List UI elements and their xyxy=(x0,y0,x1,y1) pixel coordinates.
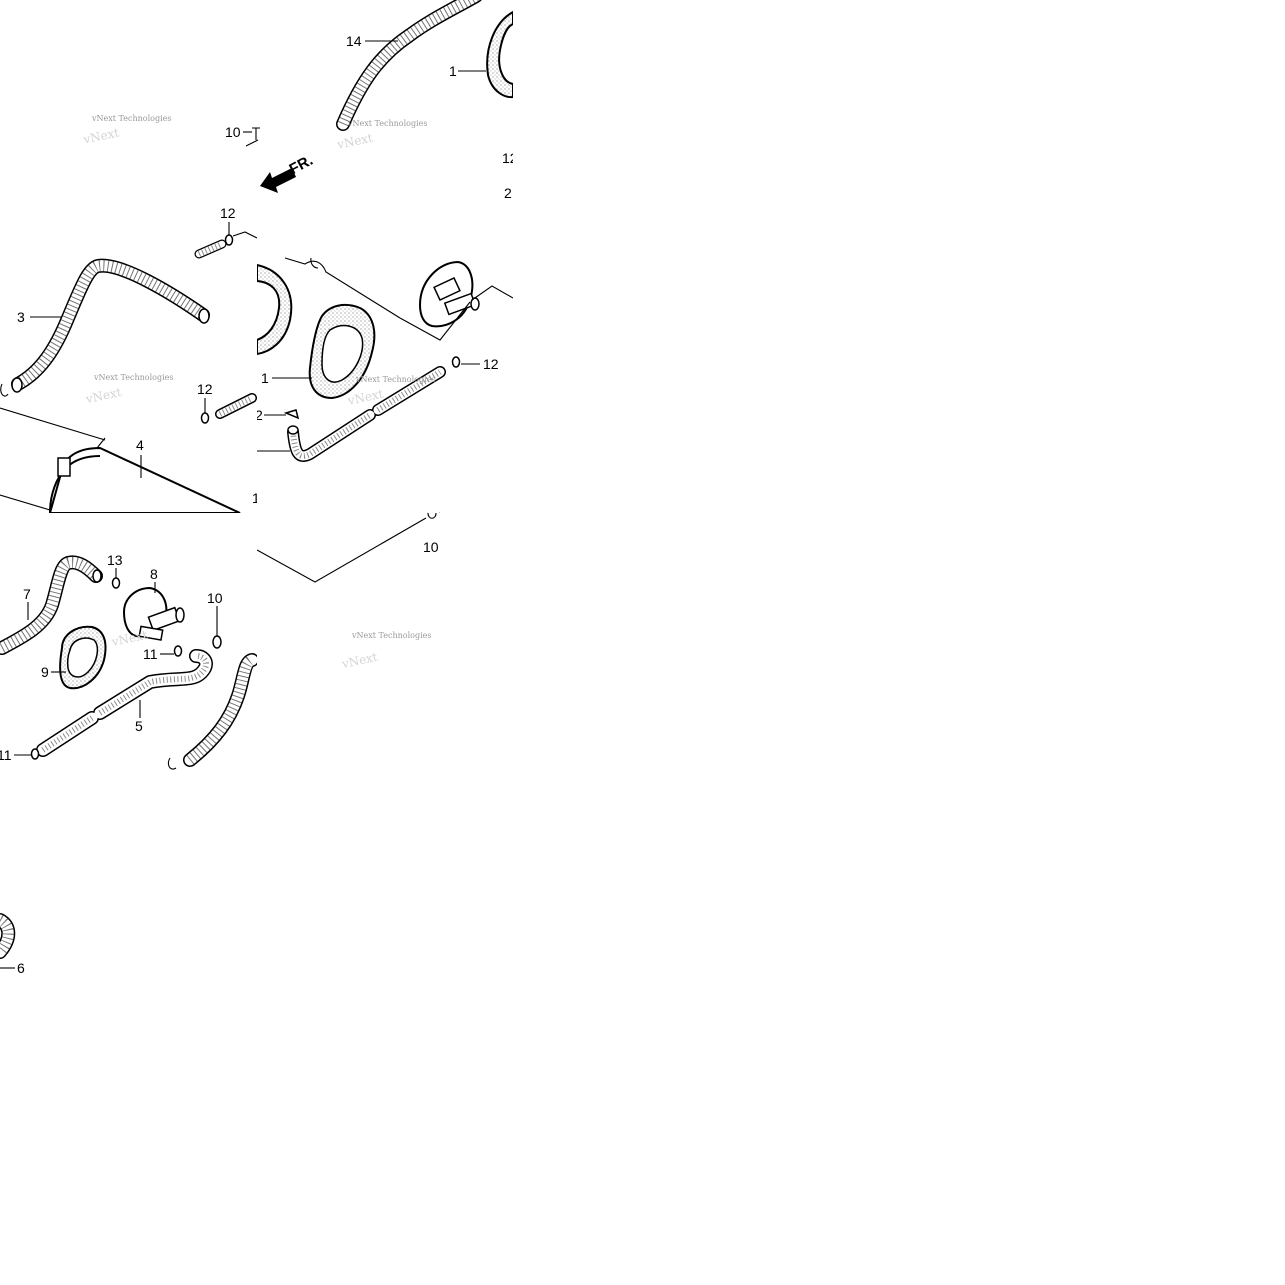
callout-12: 12 xyxy=(220,205,236,221)
svg-text:vNext: vNext xyxy=(335,131,374,152)
clip-13 xyxy=(111,568,121,589)
clip-10-top xyxy=(245,127,260,147)
clip-12-left xyxy=(200,398,210,424)
callout-14: 14 xyxy=(346,33,362,49)
clamp-band-1-top xyxy=(486,10,513,99)
hose-14 xyxy=(336,0,482,131)
watermark: vNext Technologies xyxy=(347,119,427,128)
callout-1-edge: 1 xyxy=(252,490,260,506)
clip-11-left xyxy=(14,748,40,760)
canister-4 xyxy=(48,437,241,513)
hose-5 xyxy=(36,649,213,757)
lower-left-tile: vNext 7 13 8 10 9 11 5 11 xyxy=(0,552,257,770)
valve-top xyxy=(418,260,480,328)
hose-mid-bottom xyxy=(287,366,446,462)
clamp-band-1 xyxy=(308,303,376,400)
callout-5: 5 xyxy=(135,718,143,734)
callout-10: 10 xyxy=(225,124,241,140)
clip-12-mid xyxy=(224,222,234,246)
hose-7 xyxy=(0,555,103,655)
clip-2 xyxy=(264,409,300,420)
watermark: vNext Technologies xyxy=(355,375,435,384)
clip-12-right xyxy=(451,356,480,368)
watermark: vNext Technologies xyxy=(351,631,431,640)
middle-right-tile: vNext vNext Technologies 1 2 12 xyxy=(255,257,513,513)
callout-8: 8 xyxy=(150,566,158,582)
callout-11: 11 xyxy=(143,646,158,662)
watermark: vNext Technologies xyxy=(91,114,171,123)
clamp-band-9 xyxy=(59,625,107,690)
callout-9: 9 xyxy=(41,664,49,680)
callout-10: 10 xyxy=(423,539,439,555)
callout-12: 12 xyxy=(502,150,518,166)
callout-1: 1 xyxy=(449,63,457,79)
callout-12: 12 xyxy=(197,381,213,397)
clip-11-mid xyxy=(160,645,183,657)
callout-4: 4 xyxy=(136,437,144,453)
hose-6 xyxy=(183,653,257,767)
svg-text:vNext: vNext xyxy=(84,385,123,406)
valve-8 xyxy=(122,586,185,641)
hose-3 xyxy=(11,258,210,393)
watermark: vNext Technologies xyxy=(93,373,173,382)
hose-6-end xyxy=(0,913,16,959)
callout-13: 13 xyxy=(107,552,123,568)
front-direction-arrow: FR. xyxy=(260,152,316,193)
svg-text:vNext: vNext xyxy=(81,125,120,146)
callout-3: 3 xyxy=(17,309,25,325)
bottom-fragment: 6 xyxy=(0,913,25,976)
callout-11: 11 xyxy=(0,747,12,763)
callout-7: 7 xyxy=(23,586,31,602)
lower-right-tile: vNext vNext Technologies 10 xyxy=(257,513,439,671)
callout-12: 12 xyxy=(483,356,499,372)
clip-10-low xyxy=(212,606,222,649)
callout-1: 1 xyxy=(261,370,269,386)
middle-left-tile: vNext vNext Technologies 3 4 12 12 1 xyxy=(0,205,260,513)
callout-2: 2 xyxy=(255,407,263,423)
callout-10: 10 xyxy=(207,590,223,606)
callout-6: 6 xyxy=(17,960,25,976)
hose-short-left xyxy=(215,393,257,419)
top-tile: FR. vNext vNext Technologies vNext vNext… xyxy=(81,0,518,201)
svg-text:vNext: vNext xyxy=(340,650,379,671)
hose-short-top xyxy=(194,239,227,259)
callout-2: 2 xyxy=(504,185,512,201)
